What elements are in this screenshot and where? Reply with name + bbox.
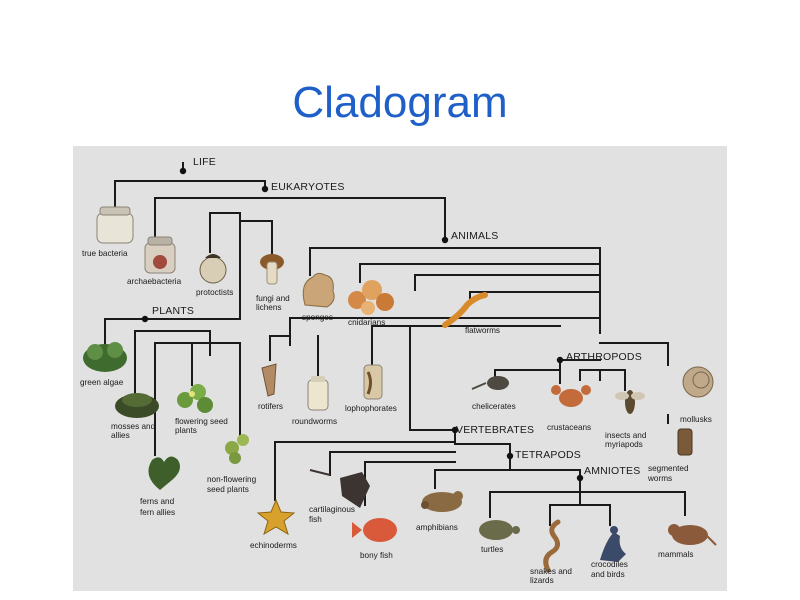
leaf-segmented-line2: worms [647, 474, 672, 483]
node-dot-life [179, 167, 187, 175]
true-bacteria-jar-icon [96, 206, 134, 244]
node-dot-eukaryotes [261, 185, 269, 193]
protoctists-icon [199, 254, 227, 284]
leaf-flowering-line1: flowering seed [175, 417, 228, 426]
flatworms-icon [442, 292, 488, 328]
archaebacteria-jar-icon [144, 236, 176, 274]
fungi-mushroom-icon [260, 254, 284, 285]
amphibians-frog-icon [421, 491, 463, 512]
green-algae-icon [83, 342, 127, 372]
node-markers [141, 167, 584, 482]
label-amniotes: AMNIOTES [584, 465, 640, 477]
insects-icon [615, 390, 645, 414]
crustaceans-crab-icon [551, 385, 591, 407]
leaf-labels: true bacteria archaebacteria protoctists… [80, 249, 712, 585]
leaf-ferns-line1: ferns and [140, 497, 175, 506]
leaf-amphibians: amphibians [416, 523, 458, 532]
node-dot-animals [441, 236, 449, 244]
label-plants: PLANTS [152, 305, 194, 317]
leaf-segmented-line1: segmented [648, 464, 689, 473]
node-labels: LIFE EUKARYOTES ANIMALS PLANTS ARTHROPOD… [152, 156, 642, 477]
leaf-fungi-line2: lichens [256, 303, 282, 312]
node-dot-plants [141, 315, 149, 323]
cartilaginous-fish-ray-icon [309, 469, 370, 508]
leaf-echinoderms: echinoderms [250, 541, 297, 550]
label-animals: ANIMALS [451, 230, 499, 242]
leaf-fungi-line1: fungi and [256, 294, 290, 303]
nonflowering-seed-plant-icon [225, 434, 249, 464]
cladogram-panel: LIFE EUKARYOTES ANIMALS PLANTS ARTHROPOD… [73, 146, 727, 591]
label-life: LIFE [193, 156, 216, 168]
leaf-bony-fish: bony fish [360, 551, 393, 560]
label-tetrapods: TETRAPODS [515, 449, 581, 461]
leaf-snakes-line2: lizards [530, 576, 554, 585]
leaf-snakes-line1: snakes and [530, 567, 572, 576]
leaf-lophophorates: lophophorates [345, 404, 397, 413]
slide-title: Cladogram [292, 78, 508, 127]
node-dot-amniotes [576, 474, 584, 482]
cladogram-diagram: LIFE EUKARYOTES ANIMALS PLANTS ARTHROPOD… [80, 156, 717, 585]
organism-illustrations [83, 206, 717, 573]
branch-lines [104, 162, 686, 526]
segmented-worms-jar-icon [677, 428, 693, 456]
leaf-nonflowering-line1: non-flowering [207, 475, 257, 484]
leaf-protoctists: protoctists [196, 288, 233, 297]
mollusks-shell-icon [682, 366, 714, 398]
turtles-icon [479, 520, 520, 540]
crocodiles-birds-icon [600, 526, 626, 562]
leaf-cartilaginous-line2: fish [309, 515, 322, 524]
mosses-icon [115, 393, 159, 418]
echinoderms-starfish-icon [256, 498, 296, 536]
node-dot-vertebrates [451, 426, 459, 434]
lophophorates-jar-icon [363, 364, 383, 400]
node-dot-tetrapods [506, 452, 514, 460]
leaf-green-algae: green algae [80, 378, 124, 387]
mammals-icon [668, 524, 717, 546]
leaf-roundworms: roundworms [292, 417, 337, 426]
rotifers-icon [261, 363, 277, 397]
leaf-insects-line1: insects and [605, 431, 647, 440]
leaf-mammals: mammals [658, 550, 693, 559]
leaf-crocodiles-line2: and birds [591, 570, 625, 579]
leaf-cnidarians: cnidarians [348, 318, 385, 327]
label-vertebrates: VERTEBRATES [456, 424, 534, 436]
leaf-ferns-line2: fern allies [140, 508, 175, 517]
ferns-icon [148, 456, 180, 490]
leaf-flowering-line2: plants [175, 426, 197, 435]
leaf-sponges: sponges [302, 313, 333, 322]
leaf-flatworms: flatworms [465, 326, 500, 335]
sponges-icon [302, 272, 335, 308]
snakes-lizards-icon [543, 519, 561, 573]
leaf-crocodiles-line1: crocodiles [591, 560, 628, 569]
leaf-mosses-line2: allies [111, 431, 130, 440]
bony-fish-icon [352, 518, 397, 542]
leaf-true-bacteria: true bacteria [82, 249, 128, 258]
roundworms-jar-icon [307, 376, 329, 411]
leaf-mollusks: mollusks [680, 415, 712, 424]
leaf-chelicerates: chelicerates [472, 402, 516, 411]
chelicerates-horseshoe-crab-icon [471, 376, 509, 390]
leaf-cartilaginous-line1: cartilaginous [309, 505, 355, 514]
leaf-nonflowering-line2: seed plants [207, 485, 249, 494]
leaf-crustaceans: crustaceans [547, 423, 591, 432]
leaf-turtles: turtles [481, 545, 503, 554]
node-dot-arthropods [556, 356, 564, 364]
leaf-insects-line2: myriapods [605, 440, 643, 449]
leaf-archaebacteria: archaebacteria [127, 277, 182, 286]
leaf-rotifers: rotifers [258, 402, 283, 411]
label-arthropods: ARTHROPODS [566, 351, 642, 363]
leaf-mosses-line1: mosses and [111, 422, 156, 431]
cnidarians-icon [348, 280, 394, 315]
flowering-plant-icon [177, 384, 213, 413]
label-eukaryotes: EUKARYOTES [271, 181, 345, 193]
